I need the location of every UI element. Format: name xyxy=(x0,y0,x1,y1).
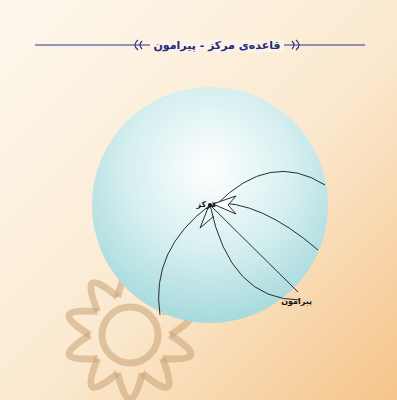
perimeter-label: پیرامون xyxy=(281,297,312,306)
circle xyxy=(92,87,328,323)
title: قاعده‌ی مرکز - پیرامون xyxy=(150,39,283,52)
center-label: مرکز xyxy=(196,200,216,209)
radii-arcs xyxy=(159,171,325,315)
